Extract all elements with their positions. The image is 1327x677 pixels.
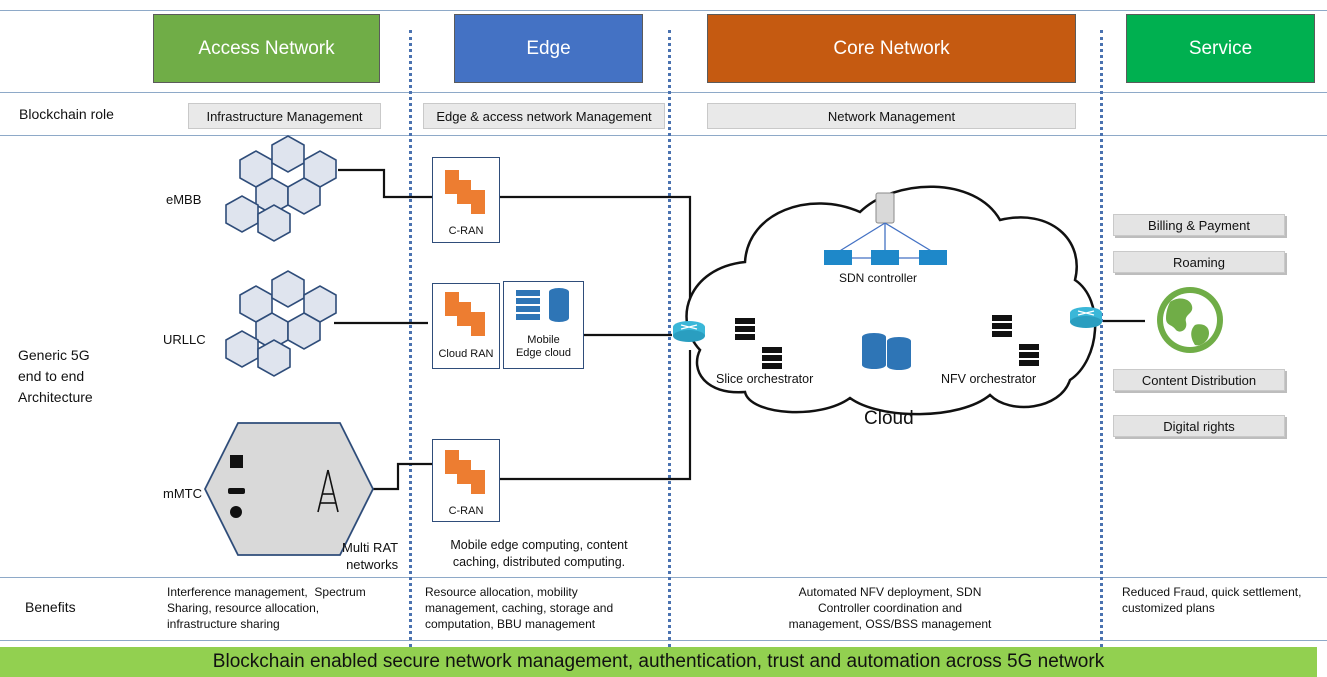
router-left-icon [673,321,705,342]
mmtc-tower-icon [317,469,339,513]
benefits-top-separator [0,577,1327,578]
row-label-blockchain-role: Blockchain role [19,106,114,122]
service-content-distribution: Content Distribution [1113,369,1285,391]
cran-bottom-box: C-RAN [432,439,500,522]
role-edge-access-management: Edge & access network Management [423,103,665,129]
link-mmtc-cran [365,462,432,491]
cloud-shape [685,185,1097,416]
benefit-core: Automated NFV deployment, SDN Controller… [788,585,992,631]
benefits-bottom-separator [0,640,1327,641]
mobile-edge-cloud-box: Mobile Edge cloud [503,281,584,369]
label-slice-orchestrator: Slice orchestrator [716,372,814,386]
row-label-generic-5g: Generic 5G end to end Architecture [18,347,93,405]
service-digital-rights: Digital rights [1113,415,1285,437]
globe-icon [1157,287,1223,353]
column-divider-edge-core [668,30,671,647]
mmtc-hexagon [203,422,375,556]
mmtc-device-icons [228,455,245,518]
cran-top-box: C-RAN [432,157,500,243]
embb-hex-cluster [225,135,337,242]
header-service: Service [1126,14,1315,83]
urllc-hex-cluster [225,270,337,377]
mobile-edge-cloud-label: Mobile Edge cloud [515,334,572,359]
label-multi-rat: Multi RAT networks [342,540,399,572]
cran-bottom-label: C-RAN [448,505,484,517]
sdn-controller-icon [824,192,947,265]
benefit-service: Reduced Fraud, quick settlement, customi… [1122,585,1302,615]
label-mmtc: mMTC [163,486,202,501]
label-urllc: URLLC [163,332,206,347]
header-core-network: Core Network [707,14,1076,83]
cloud-ran-label: Cloud RAN [438,348,494,360]
edge-caption: Mobile edge computing, content caching, … [450,538,628,569]
service-billing-payment: Billing & Payment [1113,214,1285,236]
label-cloud: Cloud [864,408,914,429]
role-network-management: Network Management [707,103,1076,129]
header-edge: Edge [454,14,643,83]
label-sdn-controller: SDN controller [839,271,918,285]
label-nfv-orchestrator: NFV orchestrator [941,372,1037,386]
role-infrastructure-management: Infrastructure Management [188,103,381,129]
link-cran2-core [499,350,692,481]
benefit-access: Interference management, Spectrum Sharin… [167,585,366,631]
cloud-ran-box: Cloud RAN [432,283,500,369]
slice-orchestrator-server-icon [735,318,782,369]
core-database-icon [862,333,911,370]
footer-banner: Blockchain enabled secure network manage… [0,647,1317,677]
benefit-edge: Resource allocation, mobility management… [425,585,614,631]
link-embb-cran [338,168,432,199]
header-access-network: Access Network [153,14,380,83]
role-row-top-separator [0,92,1327,93]
nfv-orchestrator-server-icon [992,315,1039,366]
router-right-icon [1070,307,1102,328]
role-row-bottom-separator [0,135,1327,136]
top-separator [0,10,1327,11]
service-roaming: Roaming [1113,251,1285,273]
link-cran-core [499,195,692,318]
column-divider-access-edge [409,30,412,647]
column-divider-core-service [1100,30,1103,647]
row-label-benefits: Benefits [25,599,76,615]
cran-top-label: C-RAN [448,225,484,237]
label-embb: eMBB [166,192,202,207]
